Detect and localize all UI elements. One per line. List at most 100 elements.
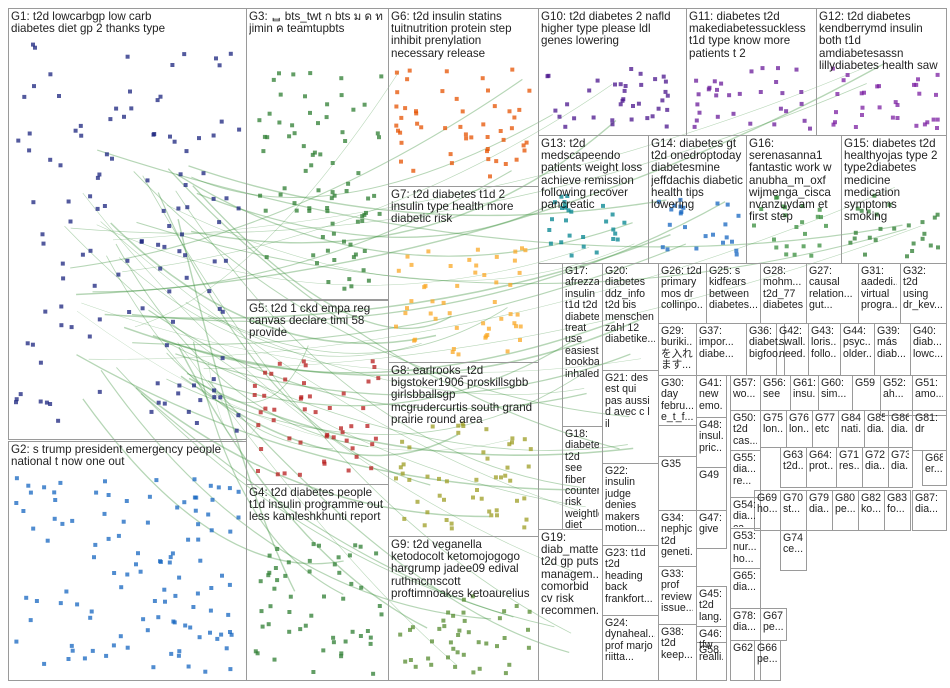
- vertex-g6: [411, 169, 415, 173]
- group-box-g38: [659, 625, 697, 681]
- vertex-g4: [339, 654, 343, 658]
- vertex-g4: [267, 622, 271, 626]
- vertex-g9: [471, 670, 475, 674]
- vertex-g1: [214, 56, 218, 60]
- vertex-g7: [426, 249, 430, 253]
- vertex-g6: [510, 126, 514, 130]
- vertex-g1: [42, 242, 46, 246]
- vertex-g9: [442, 624, 446, 628]
- vertex-g3: [291, 72, 295, 76]
- vertex-g2: [153, 599, 157, 603]
- vertex-g2: [126, 646, 130, 650]
- vertex-g1: [221, 356, 225, 360]
- vertex-g12: [914, 124, 918, 128]
- vertex-g1: [152, 132, 156, 136]
- vertex-g1: [176, 391, 180, 395]
- vertex-g12: [861, 106, 865, 110]
- vertex-g1: [48, 402, 52, 406]
- vertex-g9: [446, 655, 450, 659]
- vertex-g1: [220, 120, 224, 124]
- group-box-g76: [787, 411, 813, 448]
- vertex-g3: [302, 144, 306, 148]
- vertex-g12: [936, 73, 940, 77]
- vertex-g2: [217, 485, 221, 489]
- vertex-g3: [367, 279, 371, 283]
- vertex-g12: [831, 67, 835, 71]
- vertex-g6: [523, 149, 527, 153]
- vertex-g8: [442, 498, 446, 502]
- vertex-g5: [370, 442, 374, 446]
- vertex-g12: [860, 91, 864, 95]
- vertex-g2: [219, 633, 223, 637]
- vertex-g1: [93, 284, 97, 288]
- edge: [111, 223, 436, 343]
- vertex-g5: [372, 365, 376, 369]
- vertex-g8: [471, 496, 475, 500]
- vertex-g14: [734, 249, 738, 253]
- vertex-g8: [402, 517, 406, 521]
- edge: [81, 303, 641, 373]
- vertex-g4: [380, 612, 384, 616]
- vertex-g13: [569, 210, 573, 214]
- vertex-g4: [274, 566, 278, 570]
- vertex-g9: [504, 671, 508, 675]
- vertex-g11: [772, 122, 776, 126]
- vertex-g6: [485, 149, 489, 153]
- vertex-g8: [527, 465, 531, 469]
- vertex-g7: [495, 255, 499, 259]
- group-box-g29: [659, 324, 697, 376]
- vertex-g10: [553, 109, 557, 113]
- vertex-g3: [279, 193, 283, 197]
- vertex-g1: [98, 317, 102, 321]
- vertex-g2: [196, 522, 200, 526]
- vertex-g2: [196, 538, 200, 542]
- vertex-g7: [508, 283, 512, 287]
- vertex-g2: [26, 484, 30, 488]
- vertex-g1: [79, 124, 83, 128]
- vertex-g5: [332, 435, 336, 439]
- edge: [136, 388, 490, 517]
- vertex-g1: [171, 320, 175, 324]
- vertex-g6: [399, 116, 403, 120]
- vertex-g2: [169, 652, 173, 656]
- vertex-g2: [228, 530, 232, 534]
- vertex-g2: [237, 516, 241, 520]
- vertex-g8: [522, 496, 526, 500]
- group-box-g30: [659, 376, 697, 426]
- vertex-g9: [515, 604, 519, 608]
- vertex-g8: [438, 494, 442, 498]
- vertex-g12: [896, 116, 900, 120]
- vertex-g1: [126, 55, 130, 59]
- vertex-g8: [475, 488, 479, 492]
- vertex-g3: [346, 182, 350, 186]
- vertex-g2: [228, 630, 232, 634]
- vertex-g14: [661, 245, 665, 249]
- vertex-g16: [775, 195, 779, 199]
- vertex-g1: [202, 171, 206, 175]
- vertex-g1: [187, 410, 191, 414]
- group-box-g81: [913, 411, 947, 451]
- vertex-g7: [452, 347, 456, 351]
- vertex-g12: [923, 122, 927, 126]
- vertex-g7: [405, 306, 409, 310]
- vertex-g2: [122, 520, 126, 524]
- vertex-g1: [179, 172, 183, 176]
- vertex-g12: [832, 123, 836, 127]
- vertex-g16: [784, 252, 788, 256]
- vertex-g9: [453, 665, 457, 669]
- vertex-g8: [484, 427, 488, 431]
- group-box-g80: [833, 491, 859, 531]
- vertex-g1: [212, 388, 216, 392]
- vertex-g6: [488, 174, 492, 178]
- vertex-g1: [235, 429, 239, 433]
- vertex-g2: [183, 624, 187, 628]
- vertex-g13: [563, 200, 567, 204]
- vertex-g15: [892, 227, 896, 231]
- vertex-g4: [359, 545, 363, 549]
- vertex-g6: [440, 89, 444, 93]
- vertex-g1: [207, 289, 211, 293]
- vertex-g13: [553, 200, 557, 204]
- vertex-g2: [191, 605, 195, 609]
- vertex-g8: [510, 441, 514, 445]
